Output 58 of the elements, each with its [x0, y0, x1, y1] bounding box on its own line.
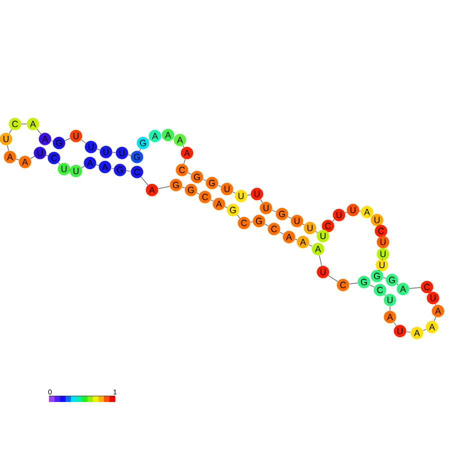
backbone-line — [182, 186, 186, 188]
backbone-line — [332, 219, 335, 222]
backbone-line — [236, 214, 240, 218]
backbone-line — [96, 164, 100, 166]
backbone-line — [382, 258, 383, 261]
backbone-line — [294, 238, 298, 240]
backbone-line — [279, 232, 284, 234]
backbone-line — [188, 172, 192, 175]
backbone-line — [396, 284, 398, 286]
backbone-line — [393, 322, 397, 326]
backbone-line — [349, 282, 358, 284]
backbone-line — [369, 284, 375, 288]
backbone-line — [64, 138, 70, 141]
backbone-line — [36, 128, 42, 134]
backbone-line — [264, 224, 269, 226]
backbone-line — [16, 158, 20, 160]
backbone-line — [308, 244, 312, 247]
backbone-line — [232, 192, 236, 194]
backbone-line — [434, 316, 436, 322]
backbone-line — [126, 170, 131, 172]
backbone-line — [288, 216, 292, 219]
backbone-line — [80, 140, 86, 144]
backbone-line — [384, 294, 386, 296]
backbone-line — [315, 231, 318, 233]
backbone-line — [382, 277, 386, 279]
backbone-line — [218, 185, 222, 187]
backbone-line — [302, 224, 305, 226]
backbone-line — [50, 140, 54, 142]
backbone-line — [112, 152, 116, 153]
backbone-line — [224, 206, 228, 208]
backbone-line — [9, 129, 12, 134]
backbone-line — [260, 199, 263, 203]
backbone-line — [96, 148, 100, 150]
backbone-line — [7, 144, 9, 151]
backbone-line — [184, 158, 186, 164]
backbone-line — [409, 287, 421, 289]
backbone-line — [378, 224, 380, 226]
backbone-line — [196, 192, 200, 194]
backbone-line — [422, 329, 426, 331]
backbone-line — [210, 200, 214, 202]
backbone-line — [359, 210, 361, 212]
backbone-line — [344, 212, 348, 214]
backbone-line — [247, 194, 251, 196]
backbone-line — [406, 331, 411, 333]
backbone-line — [30, 156, 35, 159]
backbone-line — [81, 166, 85, 168]
backbone-line — [328, 275, 338, 282]
backbone-line — [111, 168, 114, 170]
backbone-line — [319, 255, 322, 266]
backbone-line — [46, 154, 48, 156]
backbone-line — [202, 179, 206, 181]
backbone-line — [58, 162, 60, 165]
backbone-line — [182, 145, 184, 148]
backbone-line — [128, 154, 132, 156]
backbone-line — [158, 186, 170, 189]
backbone-line — [139, 148, 141, 152]
backbone-line — [140, 176, 148, 186]
backbone-line — [272, 210, 276, 212]
